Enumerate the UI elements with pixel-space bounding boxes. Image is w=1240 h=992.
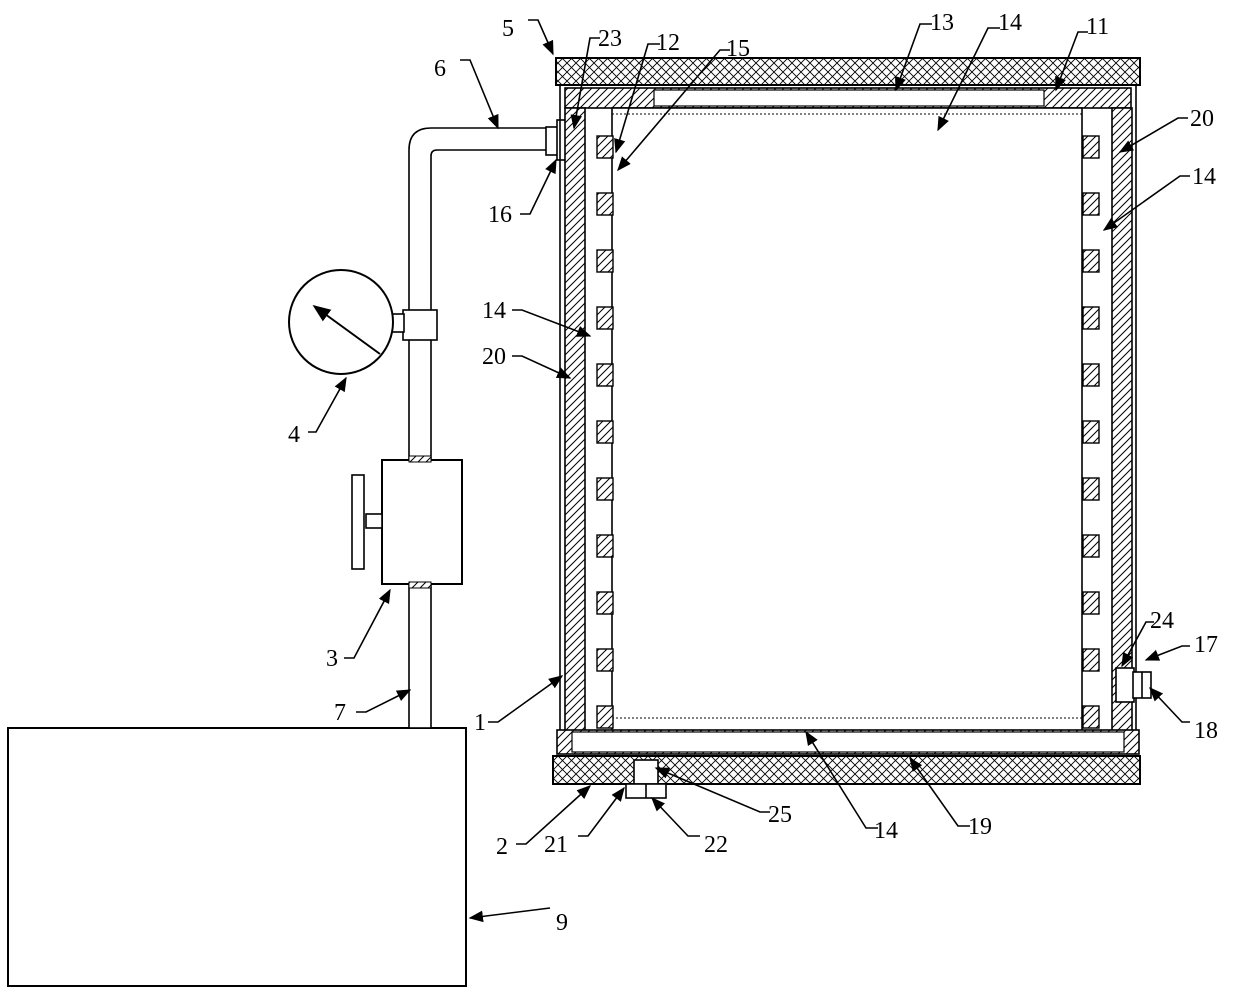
label-14-left: 14 (482, 298, 506, 324)
spacer-block (597, 307, 613, 329)
label-14-top: 14 (998, 10, 1022, 36)
spacer-block (597, 535, 613, 557)
label-19: 19 (968, 814, 992, 840)
water-tank (8, 728, 466, 986)
spacer-block (597, 136, 613, 158)
label-22: 22 (704, 832, 728, 858)
spacer-block (597, 649, 613, 671)
spacer-block (1083, 706, 1099, 728)
top-opening (654, 90, 1044, 106)
label-9: 9 (556, 910, 568, 936)
spacer-block (1083, 478, 1099, 500)
label-24: 24 (1150, 608, 1174, 634)
spacer-block (597, 592, 613, 614)
spacer-block (597, 364, 613, 386)
label-15: 15 (726, 36, 750, 62)
label-14-right: 14 (1192, 164, 1216, 190)
spacer-block (1083, 535, 1099, 557)
label-20-left: 20 (482, 344, 506, 370)
spacer-block (1083, 649, 1099, 671)
outlet-fitting (1116, 668, 1151, 702)
label-1: 1 (474, 710, 486, 736)
valve (352, 456, 462, 588)
spacer-block (597, 193, 613, 215)
top-lid (556, 58, 1140, 85)
spacer-block (1083, 307, 1099, 329)
gauge-fitting (403, 310, 437, 340)
label-18: 18 (1194, 718, 1218, 744)
label-14-bottom: 14 (874, 818, 898, 844)
spacer-block (597, 706, 613, 728)
label-12: 12 (656, 30, 680, 56)
label-21: 21 (544, 832, 568, 858)
spacer-block (597, 250, 613, 272)
spacer-block (597, 478, 613, 500)
spacer-block (1083, 364, 1099, 386)
inlet-connector (546, 120, 567, 160)
spacer-block (1083, 250, 1099, 272)
label-5: 5 (502, 16, 514, 42)
vertical-pipe (409, 128, 556, 728)
label-2: 2 (496, 834, 508, 860)
label-6: 6 (434, 56, 446, 82)
label-17: 17 (1194, 632, 1218, 658)
bottom-plate-inner (572, 732, 1124, 752)
label-23: 23 (598, 26, 622, 52)
spacer-block (1083, 421, 1099, 443)
label-7: 7 (334, 700, 346, 726)
label-4: 4 (288, 422, 300, 448)
label-25: 25 (768, 802, 792, 828)
spacer-block (1083, 592, 1099, 614)
spacer-block (597, 421, 613, 443)
label-16: 16 (488, 202, 512, 228)
inner-sample (612, 108, 1082, 746)
spacer-block (1083, 136, 1099, 158)
label-13: 13 (930, 10, 954, 36)
label-11: 11 (1086, 14, 1109, 40)
spacer-block (1083, 193, 1099, 215)
label-3: 3 (326, 646, 338, 672)
pressure-gauge (289, 270, 393, 374)
label-20-right: 20 (1190, 106, 1214, 132)
